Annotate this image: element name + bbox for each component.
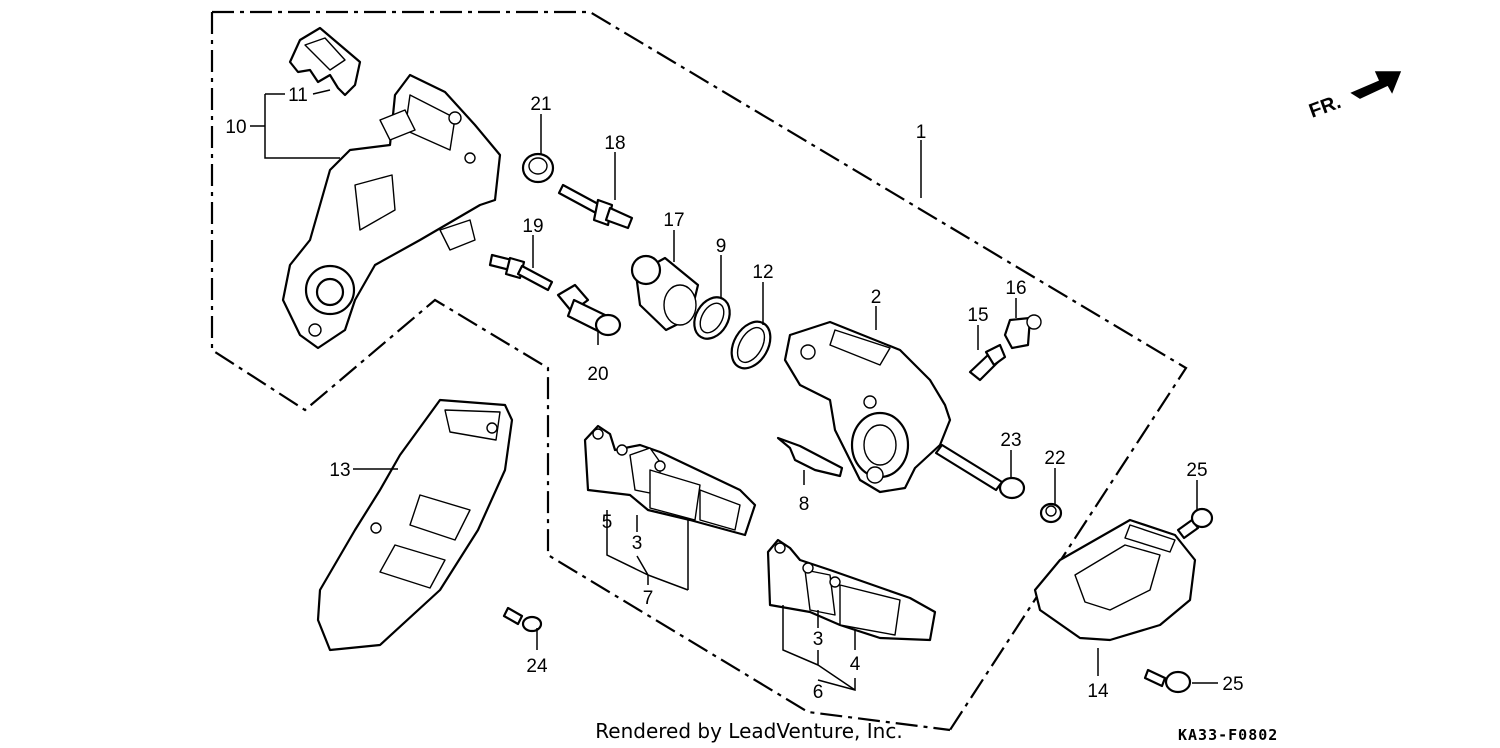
pad-spring-part xyxy=(288,26,362,97)
front-label: FR. xyxy=(1306,91,1344,123)
pin-bolt-part xyxy=(557,183,634,230)
label-13: 13 xyxy=(329,460,350,481)
callout-labels: 1 2 21 18 17 19 9 12 20 15 16 23 22 8 10… xyxy=(225,85,1243,703)
label-17: 17 xyxy=(663,210,684,231)
bolt-upper-part xyxy=(1176,507,1214,540)
label-3-lower: 3 xyxy=(813,629,824,650)
brake-pad-set-lower xyxy=(766,538,937,642)
assembly-boundary xyxy=(210,10,1188,732)
render-credit: Rendered by LeadVenture, Inc. xyxy=(595,719,902,743)
label-6: 6 xyxy=(813,682,824,703)
piston-part xyxy=(630,254,700,332)
front-arrow-icon xyxy=(1350,71,1402,99)
caliper-body-part xyxy=(783,320,952,494)
label-5: 5 xyxy=(602,512,613,533)
bleeder-valve-part xyxy=(968,343,1007,382)
front-direction-indicator: FR. xyxy=(1306,71,1402,123)
pad-pin-part xyxy=(934,443,1026,500)
plug-part xyxy=(1039,502,1063,524)
label-20: 20 xyxy=(587,364,608,385)
screw-part xyxy=(502,606,543,633)
label-7: 7 xyxy=(643,588,654,609)
label-19: 19 xyxy=(522,216,543,237)
label-24: 24 xyxy=(526,656,548,677)
pin-bolt-small-part xyxy=(488,253,554,292)
dust-seal-part xyxy=(730,320,772,370)
label-11: 11 xyxy=(288,85,308,106)
disc-cover-part xyxy=(316,398,514,652)
label-10: 10 xyxy=(225,117,246,138)
label-22: 22 xyxy=(1044,448,1065,469)
sleeve-bolt-part xyxy=(556,283,622,337)
label-18: 18 xyxy=(604,133,625,154)
caliper-bracket-part xyxy=(281,73,502,350)
bolt-cap-part xyxy=(521,152,555,184)
label-15: 15 xyxy=(967,305,988,326)
label-12: 12 xyxy=(752,262,773,283)
label-16: 16 xyxy=(1005,278,1026,299)
label-3-upper: 3 xyxy=(632,533,643,554)
label-4: 4 xyxy=(850,654,861,675)
pad-retainer-part xyxy=(776,436,844,478)
label-25-lower: 25 xyxy=(1222,674,1243,695)
piston-seal-part xyxy=(693,296,731,340)
label-14: 14 xyxy=(1087,681,1109,702)
bleeder-cap-part xyxy=(1003,314,1042,350)
brake-pad-set-upper xyxy=(583,424,757,537)
leader-lines xyxy=(250,89,1218,691)
label-21: 21 xyxy=(530,94,551,115)
label-9: 9 xyxy=(716,236,727,257)
label-2: 2 xyxy=(871,287,882,308)
guard-part xyxy=(1033,518,1197,642)
bolt-lower-part xyxy=(1143,668,1192,694)
label-25-upper: 25 xyxy=(1186,460,1207,481)
label-8: 8 xyxy=(799,494,810,515)
label-23: 23 xyxy=(1000,430,1021,451)
diagram-code: KA33-F0802 xyxy=(1178,726,1278,744)
label-1: 1 xyxy=(916,122,927,143)
